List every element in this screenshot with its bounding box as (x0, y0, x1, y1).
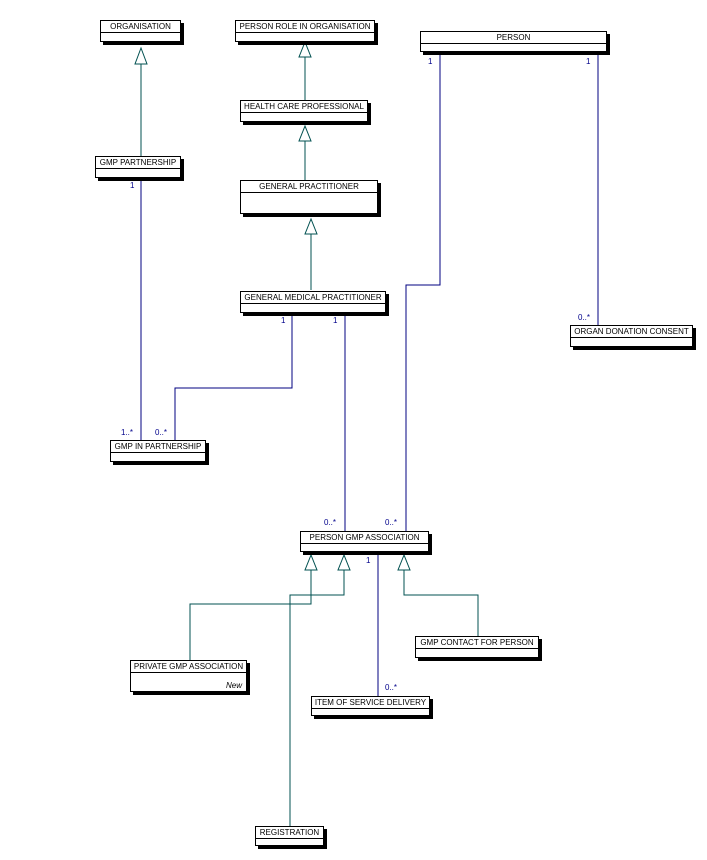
gmp-contact-for-person-entity[interactable]: GMP CONTACT FOR PERSON (415, 636, 539, 658)
organisation-entity[interactable]: ORGANISATION (100, 20, 181, 42)
gp-arrowhead (304, 217, 318, 235)
person-gmp-association-entity[interactable]: PERSON GMP ASSOCIATION (300, 531, 429, 552)
gmp-contact-generalization-line (403, 570, 479, 636)
pga-left-multiplicity: 0..* (324, 518, 337, 527)
item-of-service-delivery-entity[interactable]: ITEM OF SERVICE DELIVERY (311, 696, 430, 716)
person-left-multiplicity: 1 (428, 57, 433, 66)
health-care-professional-entity[interactable]: HEALTH CARE PROFESSIONAL (240, 100, 368, 122)
pga-arrowhead-right (397, 553, 411, 571)
gmp-partnership-multiplicity: 1 (130, 181, 135, 190)
person-entity[interactable]: PERSON (420, 31, 607, 52)
pga-arrowhead-left (304, 553, 318, 571)
item-of-service-delivery-title: ITEM OF SERVICE DELIVERY (312, 697, 429, 709)
gmp-partnership-entity[interactable]: GMP PARTNERSHIP (95, 156, 181, 178)
registration-entity[interactable]: REGISTRATION (255, 826, 324, 846)
person-right-multiplicity: 1 (586, 57, 591, 66)
pga-arrowhead-middle (337, 553, 351, 571)
person-role-in-organisation-entity[interactable]: PERSON ROLE IN ORGANISATION (235, 20, 375, 42)
hcp-arrowhead (298, 124, 312, 142)
person-pga-association-line (405, 52, 441, 531)
private-gmp-generalization-line (189, 570, 312, 660)
pga-bottom-multiplicity: 1 (366, 556, 371, 565)
gmp-in-partnership-right-multiplicity: 0..* (155, 428, 168, 437)
organ-donation-consent-title: ORGAN DONATION CONSENT (571, 326, 692, 338)
organisation-title: ORGANISATION (101, 21, 180, 33)
general-practitioner-entity[interactable]: GENERAL PRACTITIONER (240, 180, 378, 214)
gmp-in-partnership-title: GMP IN PARTNERSHIP (111, 441, 205, 453)
pga-right-multiplicity: 0..* (385, 518, 398, 527)
gmp-in-partnership-entity[interactable]: GMP IN PARTNERSHIP (110, 440, 206, 462)
general-medical-practitioner-entity[interactable]: GENERAL MEDICAL PRACTITIONER (240, 291, 386, 313)
general-medical-practitioner-title: GENERAL MEDICAL PRACTITIONER (241, 292, 385, 304)
gmp-in-partnership-left-multiplicity: 1..* (121, 428, 134, 437)
organisation-arrowhead (134, 46, 148, 65)
organ-consent-multiplicity: 0..* (578, 313, 591, 322)
health-care-professional-title: HEALTH CARE PROFESSIONAL (241, 101, 367, 113)
private-gmp-association-entity[interactable]: PRIVATE GMP ASSOCIATION New (130, 660, 247, 692)
registration-title: REGISTRATION (256, 827, 323, 839)
private-gmp-association-note: New (225, 681, 242, 690)
person-gmp-association-title: PERSON GMP ASSOCIATION (301, 532, 428, 544)
gmp-contact-for-person-title: GMP CONTACT FOR PERSON (416, 637, 538, 649)
person-title: PERSON (421, 32, 606, 44)
person-role-arrowhead (298, 40, 312, 58)
registration-generalization-line (289, 570, 345, 826)
gmpr-right-multiplicity: 1 (333, 316, 338, 325)
organ-donation-consent-entity[interactable]: ORGAN DONATION CONSENT (570, 325, 693, 347)
general-practitioner-title: GENERAL PRACTITIONER (241, 181, 377, 193)
person-role-in-organisation-title: PERSON ROLE IN ORGANISATION (236, 21, 374, 33)
gmp-partnership-title: GMP PARTNERSHIP (96, 157, 180, 169)
private-gmp-association-title: PRIVATE GMP ASSOCIATION (131, 661, 246, 673)
item-of-service-multiplicity: 0..* (385, 683, 398, 692)
gmpr-left-multiplicity: 1 (281, 316, 286, 325)
gmpr-partnership-association-line (174, 313, 293, 440)
